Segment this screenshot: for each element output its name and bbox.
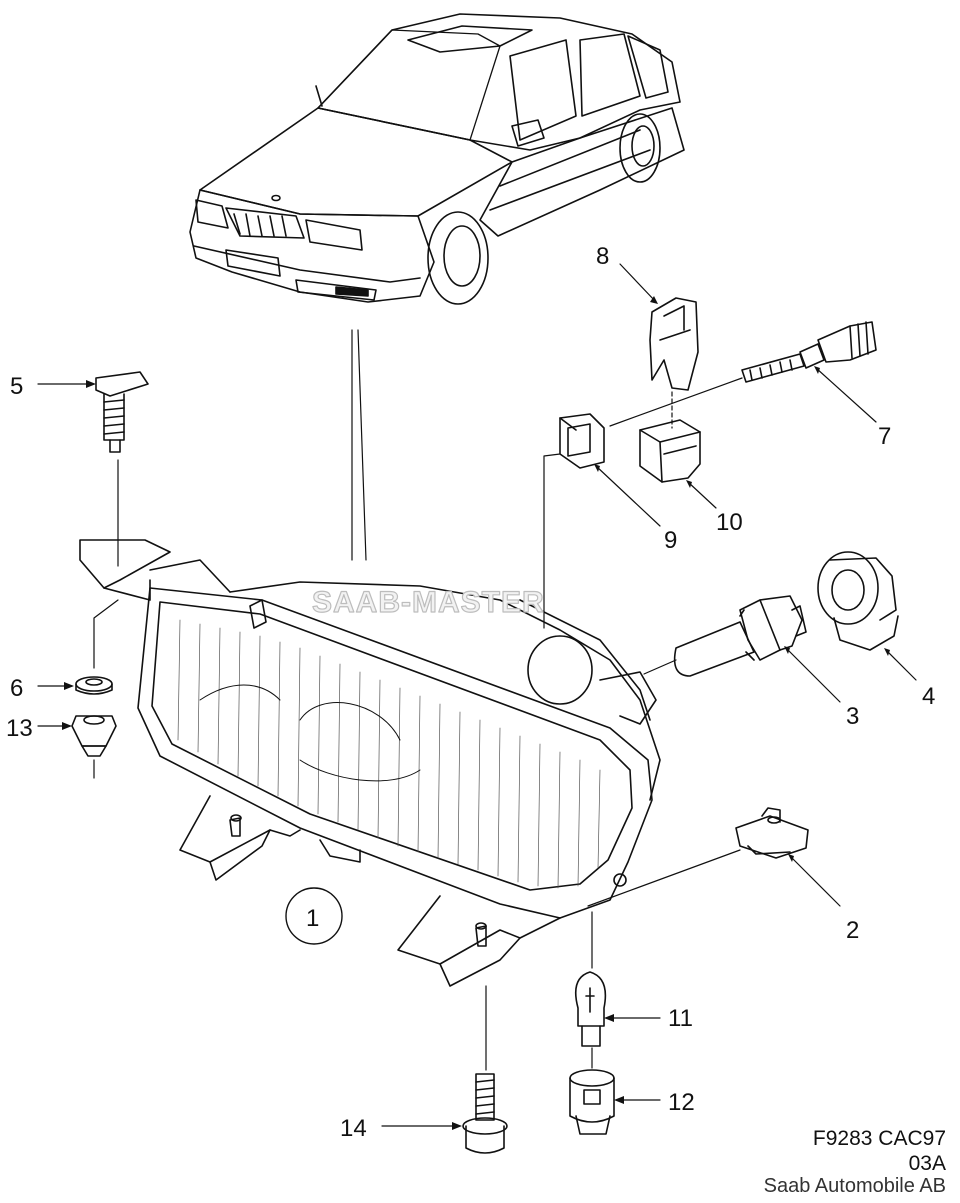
part-4-cap	[817, 551, 899, 651]
figure-revision: 03A	[908, 1152, 946, 1175]
arrowheads	[62, 296, 890, 1130]
callout-14: 14	[340, 1115, 367, 1142]
callout-10: 10	[716, 509, 743, 536]
callout-7: 7	[878, 423, 891, 450]
part-8-clip	[649, 297, 699, 391]
part-5-bolt	[95, 371, 149, 453]
part-13-nut	[71, 715, 117, 757]
part-7-adjuster	[741, 321, 877, 383]
car-illustration	[189, 13, 685, 305]
callout-12: 12	[668, 1089, 695, 1116]
part-12-socket	[569, 1069, 615, 1135]
callout-9: 9	[664, 527, 677, 554]
callout-5: 5	[10, 373, 23, 400]
callout-11: 11	[668, 1005, 693, 1032]
callout-8: 8	[596, 243, 609, 270]
callout-2: 2	[846, 917, 859, 944]
callout-1: 1	[306, 905, 319, 932]
callout-circle-1	[285, 887, 343, 945]
part-10-clip	[639, 419, 701, 483]
part-11-bulb	[574, 971, 607, 1047]
part-6-washer	[75, 676, 113, 695]
callout-3: 3	[846, 703, 859, 730]
part-14-bolt	[462, 1073, 508, 1154]
callout-13: 13	[6, 715, 33, 742]
part-2-nut-clip	[735, 807, 809, 859]
company-credit: Saab Automobile AB	[763, 1175, 946, 1197]
figure-code: F9283 CAC97	[812, 1127, 946, 1150]
car-pointer	[351, 329, 367, 561]
headlamp-assembly	[79, 539, 661, 987]
callout-4: 4	[922, 683, 935, 710]
watermark: SAAB-MASTER	[312, 586, 545, 619]
callout-6: 6	[10, 675, 23, 702]
callout-labels: 1 2 3 4 5 6 7 8 9 10 11 12 13 14	[6, 243, 935, 1142]
part-3-bulb	[673, 595, 807, 677]
part-9-clip	[559, 413, 605, 469]
